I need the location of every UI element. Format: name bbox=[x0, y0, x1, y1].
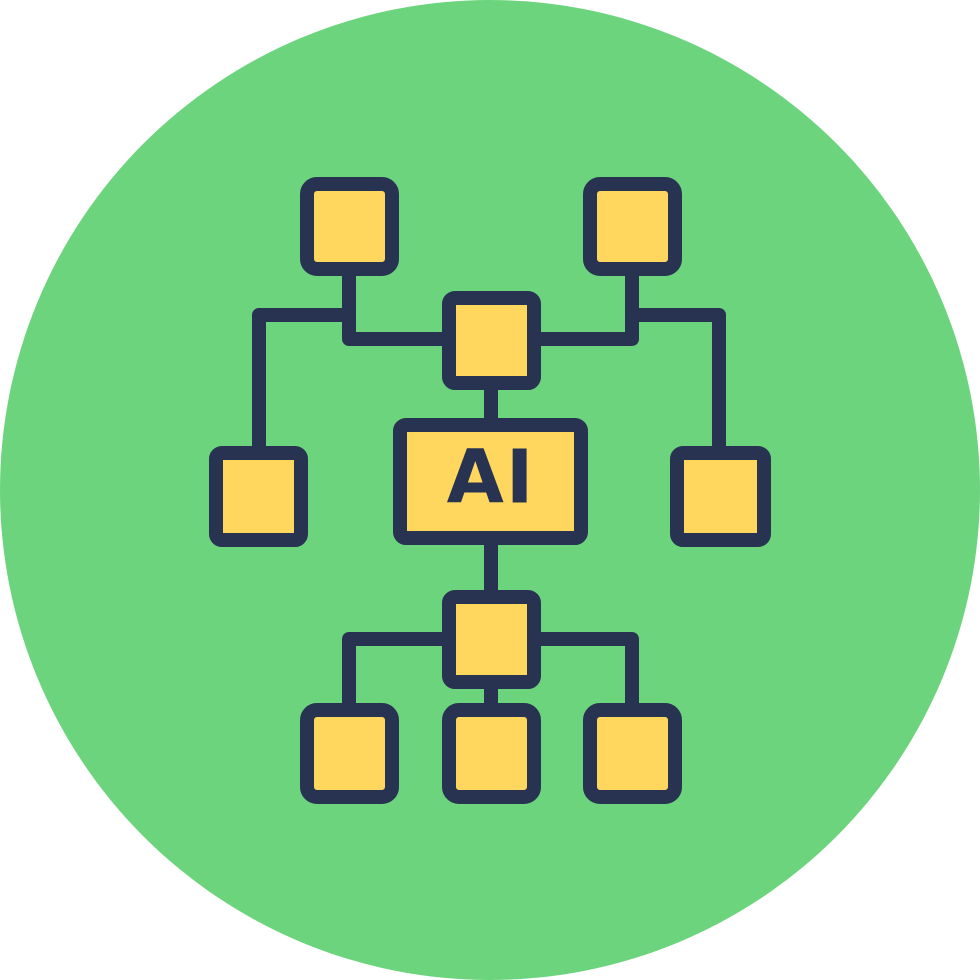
node-mid-left bbox=[209, 446, 308, 547]
node-top-left bbox=[300, 177, 399, 276]
ai-box bbox=[393, 418, 588, 545]
node-lower-center bbox=[442, 590, 541, 689]
nodes bbox=[209, 177, 771, 804]
node-bottom-right bbox=[583, 703, 682, 804]
node-upper-center bbox=[442, 291, 541, 390]
node-mid-right bbox=[670, 446, 771, 547]
node-bottom-center bbox=[442, 703, 541, 804]
ai-label: AI bbox=[447, 435, 536, 521]
node-bottom-left bbox=[300, 703, 399, 804]
connector-lines bbox=[252, 261, 726, 717]
node-top-right bbox=[583, 177, 682, 276]
